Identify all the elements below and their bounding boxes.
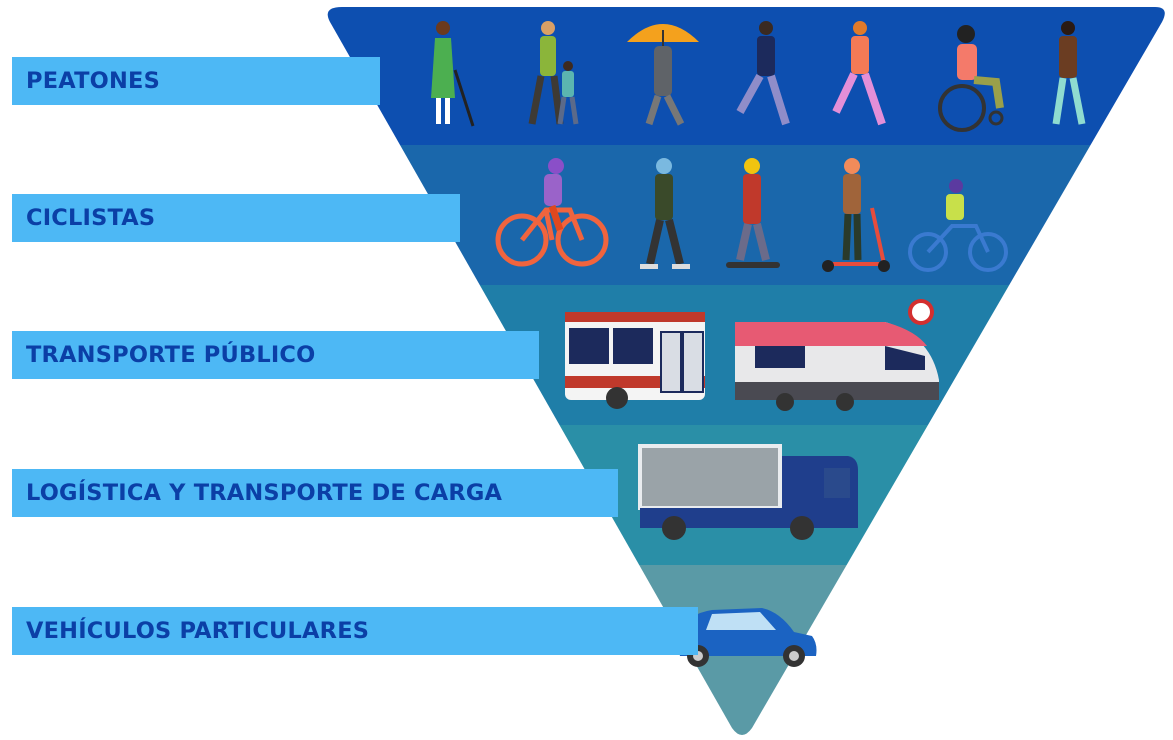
person-with-umbrella-icon: [627, 24, 699, 126]
level-band-peatones: [327, 7, 1165, 145]
bus-icon: [565, 312, 705, 409]
metro-train-icon: [735, 299, 939, 411]
cyclist-icon: [495, 158, 609, 267]
person-in-wheelchair-icon: [938, 25, 1004, 132]
person-walking-icon: [736, 21, 790, 126]
level-label-text: TRANSPORTE PÚBLICO: [26, 342, 316, 368]
inline-skater-icon: [640, 158, 690, 269]
level-label-text: VEHÍCULOS PARTICULARES: [26, 618, 370, 644]
person-with-cane-icon: [431, 21, 475, 127]
scooter-rider-icon: [822, 158, 890, 272]
level-label-peatones: PEATONES: [12, 57, 380, 105]
level-label-transporte-publico: TRANSPORTE PÚBLICO: [12, 331, 539, 379]
cargo-truck-icon: [638, 444, 858, 540]
child-cyclist-icon: [908, 179, 1008, 272]
level-label-ciclistas: CICLISTAS: [12, 194, 460, 242]
adult-and-child-walking-icon: [528, 21, 579, 125]
level-label-text: CICLISTAS: [26, 205, 156, 231]
person-walking-icon: [832, 21, 886, 126]
level-label-text: PEATONES: [26, 68, 161, 94]
car-icon: [678, 608, 817, 667]
level-label-text: LOGÍSTICA Y TRANSPORTE DE CARGA: [26, 480, 503, 506]
skateboarder-icon: [726, 158, 780, 268]
person-walking-icon: [1052, 21, 1086, 125]
level-label-vehiculos: VEHÍCULOS PARTICULARES: [12, 607, 698, 655]
level-label-logistica: LOGÍSTICA Y TRANSPORTE DE CARGA: [12, 469, 618, 517]
